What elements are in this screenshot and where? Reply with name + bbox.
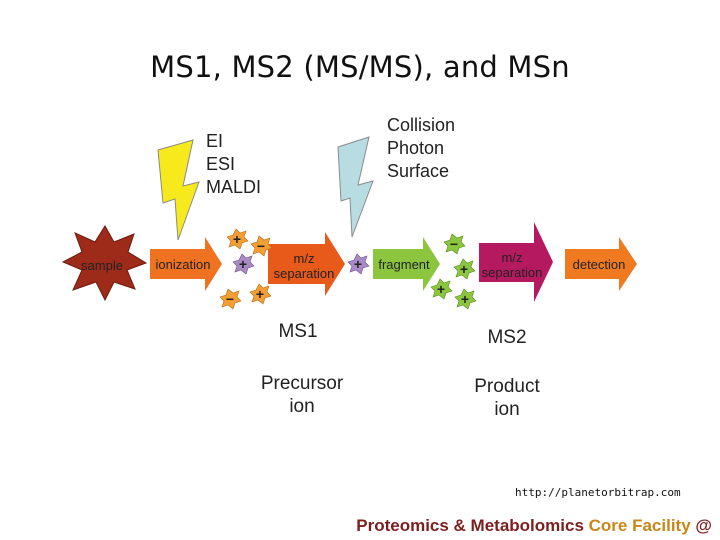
footer-part1: Proteomics & Metabolomics xyxy=(356,516,584,535)
detection-arrow xyxy=(565,237,637,291)
precursor-ion-label: Precursor ion xyxy=(246,372,358,418)
ion-group-1: + − + − + + xyxy=(219,228,370,310)
ionization-methods-list: EI ESI MALDI xyxy=(206,130,261,199)
fragmentation-method-collision: Collision xyxy=(387,115,456,135)
footer-part3: @ xyxy=(695,516,712,535)
fragmentation-method-photon: Photon xyxy=(387,138,445,158)
source-url: http://planetorbitrap.com xyxy=(515,486,681,499)
ion-plus-symbol: + xyxy=(354,256,362,272)
ion-minus-icon xyxy=(443,233,466,255)
page-title: MS1, MS2 (MS/MS), and MSn xyxy=(150,50,570,84)
ion-minus-symbol: − xyxy=(257,238,265,254)
ionization-method-ei: EI xyxy=(206,131,224,151)
ion-plus-icon xyxy=(453,258,476,280)
ionization-arrow xyxy=(150,237,222,291)
separation2-line1: m/z xyxy=(502,250,523,265)
ion-plus-icon xyxy=(454,288,477,310)
ionization-method-maldi: MALDI xyxy=(206,177,262,197)
separation-arrow-1 xyxy=(268,232,345,296)
sample-starburst xyxy=(61,225,148,302)
footer-credit: Proteomics & Metabolomics Core Facility … xyxy=(356,516,712,536)
separation1-line2: separation xyxy=(274,266,335,281)
ion-group-2: − + + + xyxy=(430,233,477,310)
ion-minus-icon xyxy=(250,235,273,257)
fragment-label: fragment xyxy=(378,257,430,272)
ion-plus-symbol: + xyxy=(256,286,264,302)
footer-part2: Core Facility xyxy=(588,516,691,535)
ionization-lightning-icon xyxy=(157,139,200,241)
ionization-label: ionization xyxy=(156,257,211,272)
ion-plus-icon xyxy=(232,253,255,275)
detection-label: detection xyxy=(573,257,626,272)
ion-plus-symbol: + xyxy=(233,231,241,247)
ion-plus-icon xyxy=(249,283,272,305)
product-ion-line1: Product xyxy=(474,376,540,397)
ms2-label: MS2 xyxy=(487,327,527,348)
ion-minus-symbol: − xyxy=(226,291,234,307)
ion-minus-symbol: − xyxy=(450,236,458,252)
ion-plus-symbol: + xyxy=(461,291,469,307)
fragmentation-lightning-icon xyxy=(337,136,374,238)
ion-plus-icon xyxy=(430,278,453,300)
ion-plus-symbol: + xyxy=(239,256,247,272)
fragmentation-methods-list: Collision Photon Surface xyxy=(387,114,455,183)
ion-minus-icon xyxy=(219,288,242,310)
ion-plus-icon xyxy=(226,228,249,250)
ms1-label: MS1 xyxy=(278,321,318,342)
ion-plus-symbol: + xyxy=(437,281,445,297)
fragment-arrow xyxy=(373,237,440,291)
precursor-ion-line1: Precursor xyxy=(260,373,344,394)
separation-arrow-2 xyxy=(479,222,553,302)
separation2-line2: separation xyxy=(482,265,543,280)
precursor-ion-line2: ion xyxy=(289,396,315,417)
product-ion-label: Product ion xyxy=(457,375,557,421)
ionization-method-esi: ESI xyxy=(206,154,236,174)
sample-label: sample xyxy=(81,258,123,273)
ion-plus-icon xyxy=(347,253,370,275)
ion-plus-symbol: + xyxy=(460,261,468,277)
product-ion-line2: ion xyxy=(494,399,520,420)
fragmentation-method-surface: Surface xyxy=(387,161,450,181)
separation1-line1: m/z xyxy=(294,251,315,266)
